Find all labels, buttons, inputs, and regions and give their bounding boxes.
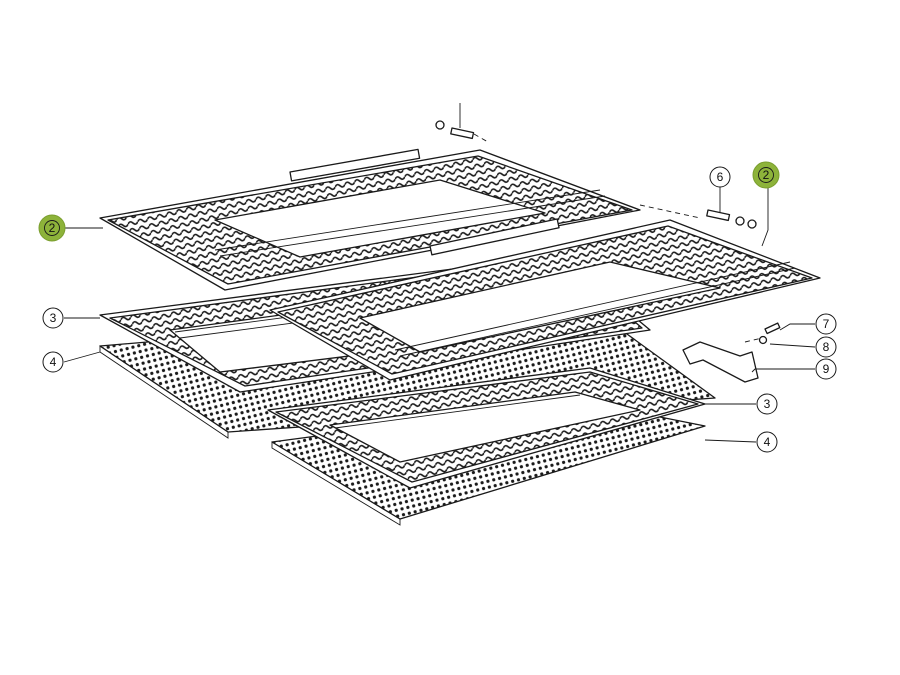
callout-3-left[interactable]: 3 <box>42 307 64 329</box>
screw-part-7 <box>764 322 781 335</box>
callout-label: 6 <box>717 170 724 184</box>
bolt-top <box>435 103 475 140</box>
callout-2-right[interactable]: 2 <box>752 161 780 189</box>
bolt-part-6 <box>706 209 757 229</box>
callout-8[interactable]: 8 <box>815 336 837 358</box>
callout-label: 2 <box>49 221 56 235</box>
callout-4-right[interactable]: 4 <box>756 431 778 453</box>
screen-assembly-left <box>99 148 641 291</box>
callout-7[interactable]: 7 <box>815 313 837 335</box>
bracket-part-9 <box>682 341 759 383</box>
callout-label: 4 <box>764 435 771 449</box>
callout-2-left[interactable]: 2 <box>38 214 66 242</box>
callout-3-right[interactable]: 3 <box>756 393 778 415</box>
callout-label: 7 <box>823 317 830 331</box>
callout-label: 3 <box>50 311 57 325</box>
callout-label: 3 <box>764 397 771 411</box>
callout-6[interactable]: 6 <box>709 166 731 188</box>
grate-frame-right <box>267 367 706 489</box>
callout-9[interactable]: 9 <box>815 358 837 380</box>
screen-assembly-right <box>269 218 821 381</box>
callout-label: 4 <box>50 355 57 369</box>
callout-label: 2 <box>763 168 770 182</box>
callout-label: 8 <box>823 340 830 354</box>
callout-label: 9 <box>823 362 830 376</box>
callout-4-left[interactable]: 4 <box>42 351 64 373</box>
washer-part-8 <box>758 335 768 345</box>
